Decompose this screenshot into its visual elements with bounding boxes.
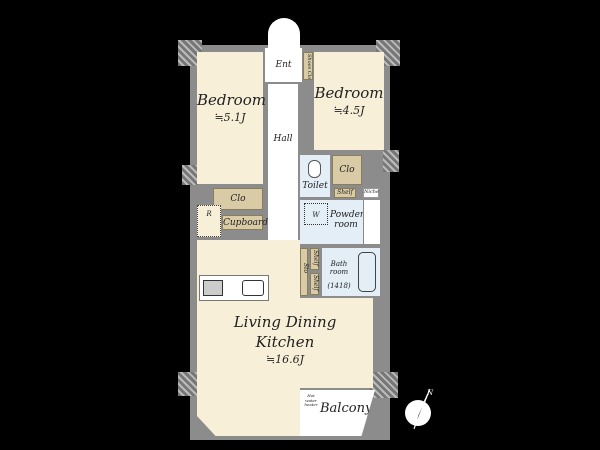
- bedroom-right: Bedroom ≒4.5J: [314, 52, 384, 150]
- hall-label: Hall: [273, 134, 293, 144]
- clo-label: Clo: [339, 165, 355, 175]
- column: [383, 150, 399, 172]
- powder-room-label: Powder room: [330, 210, 365, 231]
- entrance: Ent: [265, 48, 302, 82]
- living-dining-kitchen: Living Dining Kitchen ≒16.6J: [197, 298, 373, 388]
- balcony: Hot water heater Balcony: [300, 390, 375, 436]
- shelf: Shelf: [310, 248, 319, 270]
- ldk-name-2: Kitchen: [255, 333, 315, 351]
- svg-text:N: N: [426, 389, 434, 397]
- closet-left: Clo: [213, 188, 263, 210]
- shelf: Shelf: [334, 188, 356, 198]
- room-size: ≒5.1J: [214, 111, 246, 124]
- shelf-label: Shelf: [311, 250, 319, 266]
- shoes-closet: Shoes Clo: [303, 52, 313, 80]
- toilet-icon: [308, 160, 321, 178]
- shelf-label: Shelf: [337, 189, 353, 196]
- stove-icon: [203, 280, 223, 296]
- powder-room: W Powder room: [300, 200, 380, 244]
- sink-icon: [242, 280, 264, 296]
- water-heater-label: Hot water heater: [304, 393, 318, 408]
- closet-right: Clo: [332, 155, 362, 185]
- fridge-label: R: [206, 210, 212, 218]
- kitchen-counter: [199, 275, 269, 301]
- toilet-label: Toilet: [302, 181, 328, 191]
- niche: Niche: [363, 188, 379, 198]
- room-name: Bedroom: [197, 91, 266, 109]
- balcony-label: Balcony: [320, 401, 373, 416]
- sto-label: Sto: [301, 263, 309, 274]
- hall: Hall: [268, 84, 298, 244]
- entrance-door[interactable]: [268, 18, 300, 48]
- ldk-name: Living Dining: [233, 313, 337, 331]
- bath-size: (1418): [327, 282, 351, 290]
- ldk-bay: [197, 386, 300, 436]
- cupboard-label: Cupboard: [223, 218, 269, 228]
- column: [370, 372, 398, 398]
- ent-label: Ent: [275, 60, 292, 70]
- clo-label: Clo: [230, 194, 246, 204]
- bathroom: Bath room (1418): [322, 248, 380, 296]
- shelf-label: Shelf: [311, 275, 319, 291]
- bathtub-icon: [358, 252, 376, 292]
- washer-label: W: [312, 211, 320, 219]
- bath-label: Bath room: [329, 260, 349, 277]
- vanity: [363, 200, 380, 244]
- cupboard: Cupboard: [222, 215, 269, 230]
- toilet: Toilet: [300, 155, 330, 197]
- storage: Sto: [300, 248, 309, 296]
- refrigerator-space: R: [197, 205, 221, 237]
- shelf: Shelf: [310, 273, 319, 295]
- ldk-size: ≒16.6J: [265, 353, 305, 366]
- bedroom-left: Bedroom ≒5.1J: [197, 52, 266, 184]
- column: [182, 165, 198, 185]
- shoes-clo-label: Shoes Clo: [305, 54, 312, 80]
- washer-space: W: [304, 203, 328, 225]
- room-name: Bedroom: [314, 84, 384, 102]
- room-size: ≒4.5J: [333, 104, 365, 117]
- niche-label: Niche: [364, 189, 379, 195]
- north-compass-icon: N: [405, 388, 434, 430]
